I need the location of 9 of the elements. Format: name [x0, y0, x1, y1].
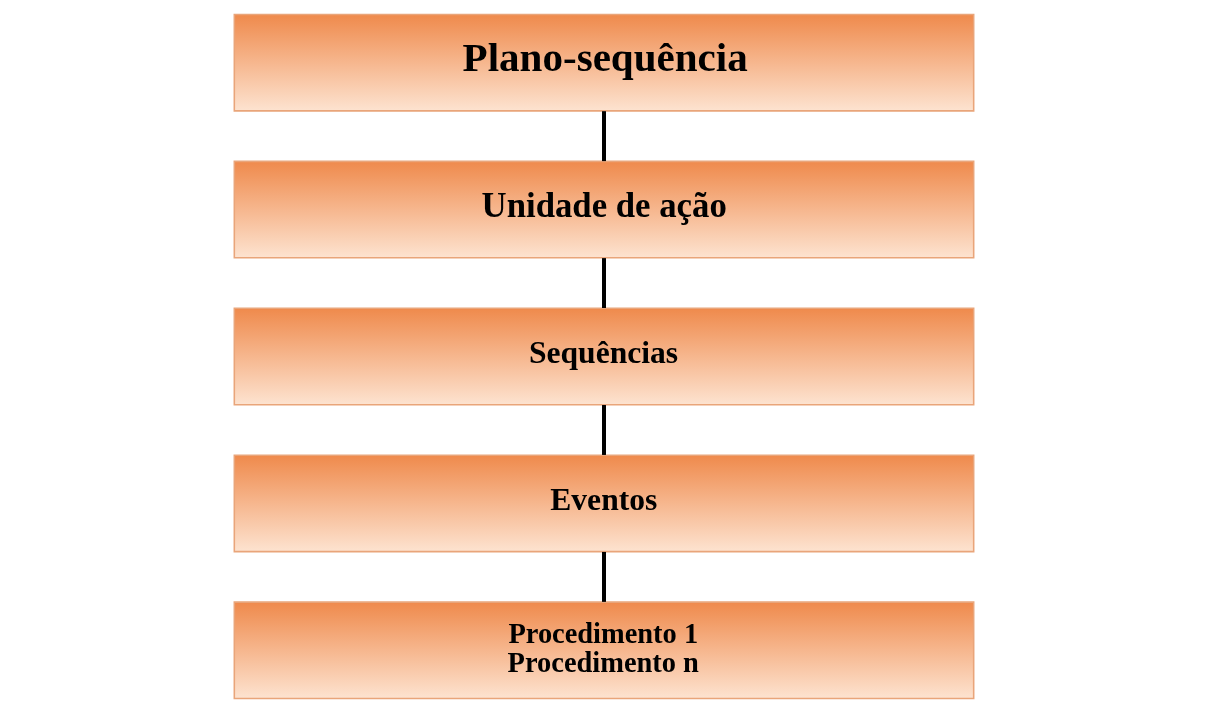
- node-box: Plano-sequência: [233, 13, 975, 112]
- connector: [602, 258, 606, 309]
- connector: [602, 551, 606, 602]
- node-box: Unidade de ação: [233, 160, 975, 259]
- node-box: Procedimento 1 Procedimento n: [233, 601, 975, 700]
- node-box: Eventos: [233, 454, 975, 553]
- connector: [602, 405, 606, 455]
- connector: [602, 111, 606, 162]
- node-box: Sequências: [233, 307, 975, 406]
